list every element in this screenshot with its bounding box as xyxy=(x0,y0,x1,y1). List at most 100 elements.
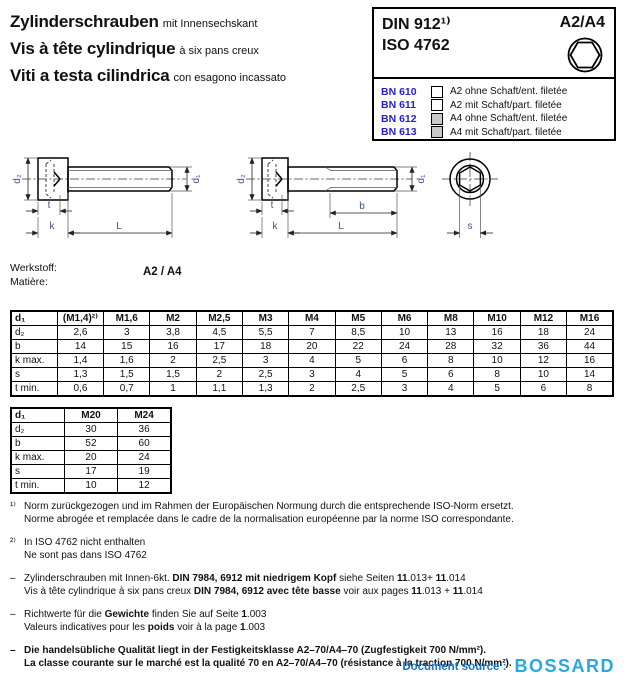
table-col-header: M1,6 xyxy=(103,310,151,326)
table-cell: 2 xyxy=(195,367,243,382)
table-cell: 52 xyxy=(63,436,119,451)
table-col-header: M4 xyxy=(288,310,336,326)
bn-description: A4 ohne Schaft/ent. filetée xyxy=(450,113,568,125)
table-row-label: k max. xyxy=(10,450,65,465)
bn-number: BN 610 xyxy=(381,85,417,98)
bn-description: A2 mit Schaft/part. filetée xyxy=(450,99,562,111)
dim-label-b: b xyxy=(359,201,365,212)
table-cell: 20 xyxy=(63,450,119,465)
table-cell: 36 xyxy=(117,422,172,437)
material-swatch-icon xyxy=(431,112,443,125)
table-cell: 16 xyxy=(149,339,197,354)
note-line: Zylinderschrauben mit Innen-6kt. DIN 798… xyxy=(24,573,466,584)
screw-end-view: s xyxy=(442,152,498,238)
table-cell: 30 xyxy=(63,422,119,437)
table-corner-header: d₁ xyxy=(10,310,58,326)
note-line: Die handelsübliche Qualität liegt in der… xyxy=(24,645,487,656)
table-cell: 2 xyxy=(288,381,336,397)
table-cell: 2,6 xyxy=(56,325,105,340)
table-cell: 2,5 xyxy=(195,353,243,368)
table-col-header: M5 xyxy=(334,310,382,326)
table-cell: 5 xyxy=(334,353,382,368)
note-marker: – xyxy=(10,573,16,584)
table-row-label: k max. xyxy=(10,353,58,368)
material-swatch-icon xyxy=(431,126,443,139)
table-cell: 32 xyxy=(473,339,521,354)
table-cell: 12 xyxy=(117,478,172,494)
note-item: ¹⁾Norm zurückgezogen und im Rahmen der E… xyxy=(10,500,614,526)
note-line: Norme abrogée et remplacée dans le cadre… xyxy=(24,514,514,525)
table-cell: 2,5 xyxy=(241,367,290,382)
material-swatch-icon xyxy=(431,99,443,112)
note-marker: – xyxy=(10,609,16,620)
dim-label-L: L xyxy=(116,221,122,232)
dim-label-k: k xyxy=(273,221,279,232)
dim-label-d1: d₁ xyxy=(191,174,202,184)
bn-number: BN 613 xyxy=(381,126,417,139)
title-it-main: Viti a testa cilindrica xyxy=(10,66,170,85)
table-cell: 22 xyxy=(334,339,382,354)
note-item: –Die handelsübliche Qualität liegt in de… xyxy=(10,644,614,670)
table-cell: 4 xyxy=(427,381,475,397)
table-cell: 2,5 xyxy=(334,381,382,397)
note-line: In ISO 4762 nicht enthalten xyxy=(24,537,146,548)
note-line: Richtwerte für die Gewichte finden Sie a… xyxy=(24,609,267,620)
dim-label-s: s xyxy=(468,221,473,232)
din-number: DIN 912¹⁾ xyxy=(382,16,451,33)
screw-view-partial-thread: d₂ d₁ t b k L xyxy=(236,157,427,238)
note-line: Norm zurückgezogen und im Rahmen der Eur… xyxy=(24,501,514,512)
table-cell: 12 xyxy=(519,353,568,368)
dim-label-L: L xyxy=(338,221,344,232)
table-cell: 5 xyxy=(473,381,521,397)
table-cell: 1,4 xyxy=(56,353,105,368)
note-line: Vis à tête cylindrique à six pans creux … xyxy=(24,586,483,597)
table-cell: 8 xyxy=(473,367,521,382)
table-row-label: t min. xyxy=(10,381,58,397)
table-cell: 1 xyxy=(149,381,197,397)
table-cell: 1,5 xyxy=(103,367,151,382)
table-row-label: d₂ xyxy=(10,422,65,437)
table-row-label: t min. xyxy=(10,478,65,494)
table-col-header: M12 xyxy=(519,310,568,326)
table-cell: 3 xyxy=(103,325,151,340)
table-col-header: M2,5 xyxy=(195,310,243,326)
table-cell: 1,5 xyxy=(149,367,197,382)
iso-number: ISO 4762 xyxy=(382,37,450,54)
table-cell: 1,3 xyxy=(241,381,290,397)
note-lines: Richtwerte für die Gewichte finden Sie a… xyxy=(24,608,614,634)
document-source: Document source : BOSSARD xyxy=(402,656,615,677)
table-cell: 4 xyxy=(288,353,336,368)
bossard-logo: BOSSARD xyxy=(514,656,615,676)
table-col-header: M6 xyxy=(380,310,429,326)
table-cell: 14 xyxy=(56,339,105,354)
bn-number: BN 611 xyxy=(381,99,417,112)
note-line: Valeurs indicatives pour les poids voir … xyxy=(24,622,266,633)
dim-label-t: t xyxy=(48,200,51,211)
title-fr-main: Vis à tête cylindrique xyxy=(10,39,176,58)
table-col-header: M16 xyxy=(566,310,614,326)
note-item: –Zylinderschrauben mit Innen-6kt. DIN 79… xyxy=(10,572,614,598)
table-cell: 18 xyxy=(519,325,568,340)
hex-socket-icon xyxy=(567,37,603,73)
table-cell: 13 xyxy=(427,325,475,340)
table-cell: 4,5 xyxy=(195,325,243,340)
table-cell: 10 xyxy=(380,325,429,340)
table-cell: 8,5 xyxy=(334,325,382,340)
table-cell: 10 xyxy=(519,367,568,382)
table-col-header: M8 xyxy=(427,310,475,326)
table-cell: 5,5 xyxy=(241,325,290,340)
table-cell: 3 xyxy=(380,381,429,397)
